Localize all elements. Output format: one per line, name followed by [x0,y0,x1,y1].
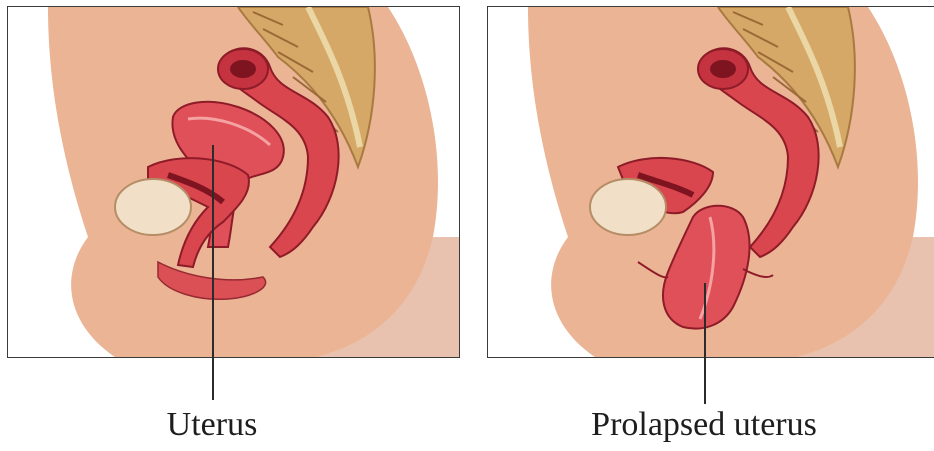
prolapsed-uterus-pointer-line [704,283,706,404]
bladder [115,179,191,235]
prolapsed-anatomy-panel [487,6,934,358]
bladder [590,179,666,235]
normal-anatomy-illustration [8,7,460,358]
uterus-pointer-line [212,145,214,400]
prolapsed-uterus-caption: Prolapsed uterus [591,405,817,445]
uterus-caption: Uterus [167,405,258,445]
normal-anatomy-panel [7,6,460,358]
prolapsed-anatomy-illustration [488,7,934,358]
